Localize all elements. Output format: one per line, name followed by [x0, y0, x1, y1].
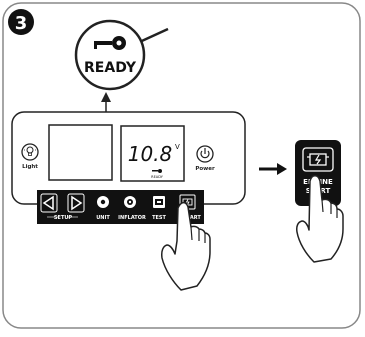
battery-test-icon [153, 196, 165, 208]
callout-ready-text: READY [84, 60, 137, 76]
ready-indicator-text: READY [151, 175, 164, 179]
light-label: Light [22, 164, 38, 170]
unit-label: UNIT [96, 215, 110, 221]
lcd-display: 10.8 V READY [121, 126, 184, 181]
step-number: 3 [15, 13, 28, 34]
voltage-value: 10.8 [128, 142, 173, 166]
setup-label: SETUP [54, 215, 72, 221]
power-button[interactable]: Power [195, 146, 215, 172]
step-number-badge: 3 [8, 9, 34, 35]
setup-left-icon[interactable] [41, 194, 57, 212]
inflator-label: INFLATOR [118, 215, 146, 221]
tire-icon [124, 196, 136, 208]
light-button[interactable]: Light [22, 144, 38, 171]
power-label: Power [195, 166, 215, 172]
gear-icon [97, 196, 109, 208]
voltage-unit: V [175, 143, 180, 151]
engine-start-icon [307, 154, 329, 165]
test-label: TEST [152, 215, 166, 221]
setup-right-icon[interactable] [68, 194, 84, 212]
blank-window [49, 125, 112, 180]
